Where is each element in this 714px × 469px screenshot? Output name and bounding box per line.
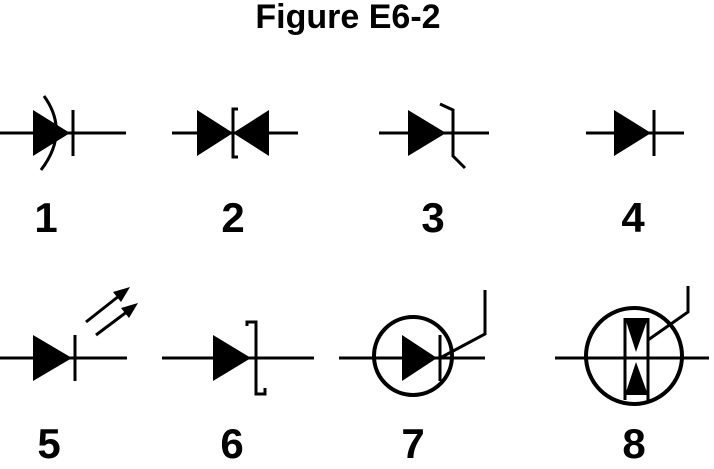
symbol-label: 6: [220, 420, 243, 464]
led-icon: [0, 287, 138, 381]
tunnel-diode-icon: [172, 107, 298, 159]
symbol-label: 4: [621, 194, 645, 241]
zener-diode-icon: [379, 102, 489, 170]
figure-title: Figure E6-2: [255, 0, 440, 36]
symbol-label: 3: [421, 194, 444, 241]
symbol-label: 7: [401, 420, 424, 464]
diode-icon: [586, 110, 684, 156]
symbol-label: 8: [622, 420, 645, 464]
symbol-label: 2: [221, 194, 244, 241]
scr-icon: [339, 290, 487, 397]
symbol-label: 5: [37, 420, 60, 464]
varactor-diode-icon: [0, 95, 126, 171]
triac-icon: [555, 286, 709, 406]
symbol-label: 1: [34, 194, 57, 241]
schottky-diode-icon: [162, 320, 314, 396]
